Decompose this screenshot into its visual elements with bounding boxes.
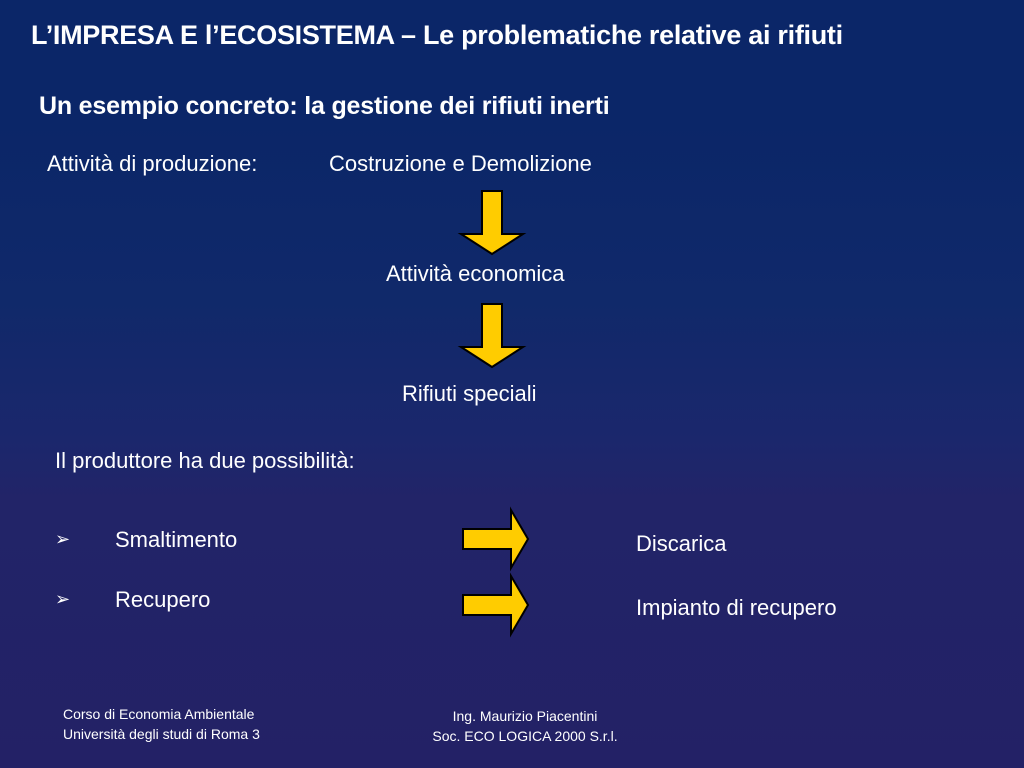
slide-title: L’IMPRESA E l’ECOSISTEMA – Le problemati…: [31, 20, 843, 50]
footer-course: Corso di Economia Ambientale: [63, 706, 255, 722]
footer-left: Corso di Economia Ambientale Università …: [63, 704, 260, 744]
down-arrow-icon: [457, 190, 527, 256]
option-label: Smaltimento: [115, 527, 238, 552]
step-special-waste: Rifiuti speciali: [402, 381, 537, 406]
production-label: Attività di produzione:: [47, 151, 258, 176]
production-value: Costruzione e Demolizione: [329, 151, 592, 176]
possibilities-intro: Il produttore ha due possibilità:: [55, 448, 355, 473]
option-destination: Impianto di recupero: [636, 595, 837, 620]
right-arrow-icon: [462, 506, 530, 572]
option-label: Recupero: [115, 587, 211, 612]
option-destination: Discarica: [636, 531, 727, 556]
footer-right: Ing. Maurizio Piacentini Soc. ECO LOGICA…: [415, 706, 635, 746]
right-arrow-icon: [462, 572, 530, 638]
arrow-bullet-icon: ➢: [55, 589, 71, 610]
footer-university: Università degli studi di Roma 3: [63, 726, 260, 742]
footer-author: Ing. Maurizio Piacentini: [452, 708, 598, 724]
slide-subtitle: Un esempio concreto: la gestione dei rif…: [39, 92, 610, 120]
down-arrow-icon: [457, 303, 527, 369]
step-economic-activity: Attività economica: [386, 261, 565, 286]
arrow-bullet-icon: ➢: [55, 529, 71, 550]
footer-company: Soc. ECO LOGICA 2000 S.r.l.: [432, 728, 618, 744]
